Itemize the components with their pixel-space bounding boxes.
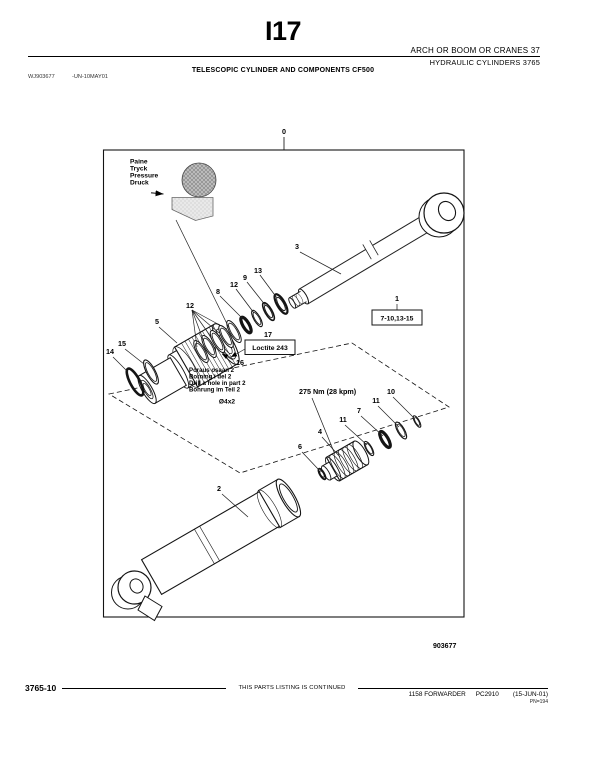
callout-9: 9 xyxy=(243,273,247,282)
seal-ring-12 xyxy=(251,309,263,328)
drill-note-line: Poraus osaan 2 xyxy=(189,367,235,374)
callout-2: 2 xyxy=(217,484,221,493)
image-date: -UN-10MAY01 xyxy=(72,74,108,80)
pressure-arrow xyxy=(150,190,164,197)
seal-ring-15 xyxy=(143,359,159,385)
footer-model: 1158 FORWARDER xyxy=(408,690,466,698)
seal-stack-12 xyxy=(193,319,242,364)
pressure-note-line: Pressure xyxy=(130,173,159,180)
torque-note: 275 Nm (28 kpm) xyxy=(299,387,357,396)
pressure-note-line: Tryck xyxy=(130,166,148,173)
callout-11b: 11 xyxy=(372,396,380,405)
dashed-group-outline xyxy=(107,342,450,474)
callout-16: 16 xyxy=(236,358,244,367)
o-ring-8 xyxy=(239,315,253,335)
footer-continued-note: THIS PARTS LISTING IS CONTINUED xyxy=(238,685,346,691)
callout-0: 0 xyxy=(282,127,286,136)
pressure-leader xyxy=(175,219,231,331)
callout-14: 14 xyxy=(106,347,114,356)
range-box-label: 7-10,13-15 xyxy=(381,316,414,323)
footer-rule-right xyxy=(358,688,548,689)
footer-catalog: PC2910 xyxy=(475,690,499,698)
rod-eye xyxy=(418,192,465,238)
drill-size-label: Ø4x2 xyxy=(219,399,235,406)
drill-note-line: Drill a hole in part 2 xyxy=(189,380,246,387)
ring-6 xyxy=(317,467,327,481)
seal-ring-9 xyxy=(261,301,276,322)
pressure-note-line: Druck xyxy=(130,180,149,187)
callout-8: 8 xyxy=(216,287,220,296)
o-ring-7 xyxy=(378,429,392,450)
o-ring-14 xyxy=(125,367,145,397)
footer-rule-left xyxy=(62,688,226,689)
callout-1: 1 xyxy=(395,294,399,303)
section-title: ARCH OR BOOM OR CRANES 37 xyxy=(410,46,540,55)
subsection-title: HYDRAULIC CYLINDERS 3765 xyxy=(429,58,540,67)
loctite-box xyxy=(244,339,296,355)
callout-12b: 12 xyxy=(230,280,238,289)
footer-page-code: 3765-10 xyxy=(25,683,57,693)
callout-11a: 11 xyxy=(339,415,347,424)
callout-10: 10 xyxy=(387,387,395,396)
ring-10 xyxy=(412,415,422,428)
figure-title: TELESCOPIC CYLINDER AND COMPONENTS CF500 xyxy=(191,67,375,74)
header-rule xyxy=(28,56,540,57)
page-title: I17 xyxy=(264,16,302,46)
piston-rod xyxy=(288,192,465,309)
tube-eye xyxy=(111,570,152,610)
cylinder-tube xyxy=(111,478,302,622)
callout-7: 7 xyxy=(357,406,361,415)
pressure-ball-icon xyxy=(181,162,217,198)
pressure-block-icon xyxy=(171,197,214,221)
pressure-note-line: Paine xyxy=(130,159,148,166)
callout-17: 17 xyxy=(264,330,272,339)
seal-ring-13 xyxy=(273,293,289,315)
diagram-frame xyxy=(102,149,465,618)
tube-mounting-tab xyxy=(137,595,163,622)
drill-note: Poraus osaan 2 Borning i del 2 Drill a h… xyxy=(189,367,246,406)
callout-3: 3 xyxy=(295,242,299,251)
image-reference: WJ903677 xyxy=(28,74,55,80)
footer-date: (15-JUN-01) xyxy=(512,690,548,698)
footer-publication-info: 1158 FORWARDER PC2910 (15-JUN-01) xyxy=(409,691,548,698)
callout-5: 5 xyxy=(155,317,159,326)
drill-note-line: Borning i del 2 xyxy=(189,374,232,381)
callout-13: 13 xyxy=(254,266,262,275)
pressure-ball-note: Paine Tryck Pressure Druck xyxy=(130,159,231,331)
loctite-label: Loctite 243 xyxy=(252,345,288,352)
drill-note-line: Bohrung im Teil 2 xyxy=(189,387,241,394)
footer-pn: PN=194 xyxy=(529,698,548,705)
callout-4: 4 xyxy=(318,427,322,436)
callout-6: 6 xyxy=(298,442,302,451)
callout-12a: 12 xyxy=(186,301,194,310)
range-box xyxy=(371,309,423,326)
callout-15: 15 xyxy=(118,339,126,348)
figure-number: 903677 xyxy=(433,643,456,650)
